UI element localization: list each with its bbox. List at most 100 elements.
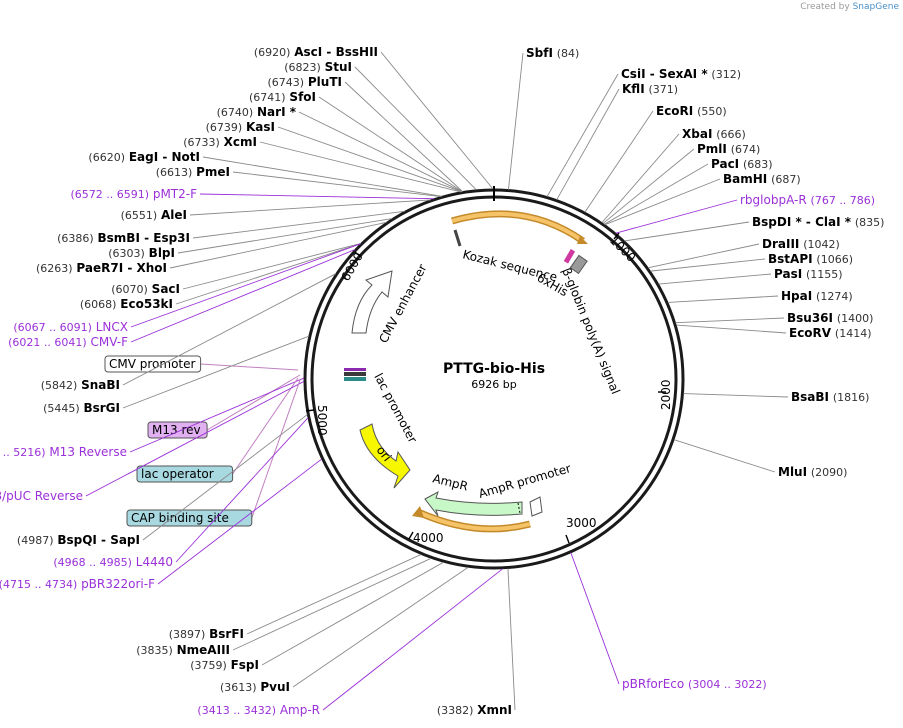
site-label[interactable]: (6068) Eco53kI xyxy=(80,297,173,311)
site-label[interactable]: (6613) PmeI xyxy=(156,165,230,179)
primer-label[interactable]: rbglobpA-R (767 .. 786) xyxy=(740,193,875,207)
site-label[interactable]: (6740) NarI * xyxy=(217,105,297,119)
position-text: (3897) xyxy=(169,628,206,641)
connector-line xyxy=(624,221,750,242)
site-label[interactable]: (3835) NmeAIII xyxy=(136,643,230,657)
plasmid-name: PTTG-bio-His xyxy=(443,361,545,377)
site-label[interactable]: SbfI (84) xyxy=(526,46,579,60)
name-text: SnaBI xyxy=(81,378,120,392)
position-text: (6263) xyxy=(36,262,73,275)
primer-label[interactable]: (4968 .. 4985) L4440 xyxy=(53,555,173,569)
site-label[interactable]: (6386) BsmBI - Esp3I xyxy=(57,231,190,245)
site-label[interactable]: (5445) BsrGI xyxy=(43,401,120,415)
label-text: (6303) BlpI xyxy=(108,246,175,260)
tick-label-4000: 4000 xyxy=(413,531,444,545)
position-text: (6551) xyxy=(121,209,158,222)
name-text: PmlI xyxy=(697,142,727,156)
primer-label[interactable]: (3413 .. 3432) Amp-R xyxy=(197,703,320,717)
site-label[interactable]: (6263) PaeR7I - XhoI xyxy=(36,261,167,275)
label-text: (6067 .. 6091) LNCX xyxy=(13,320,128,334)
primer-label[interactable]: (6572 .. 6591) pMT2-F xyxy=(70,187,197,201)
site-label[interactable]: (3897) BsrFI xyxy=(169,627,244,641)
label-text: CsiI - SexAI * (312) xyxy=(621,67,741,81)
connector-line xyxy=(658,273,772,285)
connector-line xyxy=(604,178,721,226)
site-label[interactable]: (6741) SfoI xyxy=(249,90,316,104)
name-text: BstAPI xyxy=(768,252,813,266)
site-label[interactable]: (6823) StuI xyxy=(284,60,352,74)
primer-label[interactable]: (6021 .. 6041) CMV-F xyxy=(8,335,128,349)
site-label[interactable]: (6739) KasI xyxy=(206,120,275,134)
site-label[interactable]: (6733) XcmI xyxy=(183,135,257,149)
connector-line xyxy=(85,380,305,497)
primer-label[interactable]: (5181 .. 5203) M13/pUC Reverse xyxy=(0,489,83,503)
connector-line xyxy=(601,133,680,223)
label-text: (5842) SnaBI xyxy=(41,378,120,392)
site-label[interactable]: EcoRV (1414) xyxy=(789,326,872,340)
site-label[interactable]: (6743) PluTI xyxy=(267,75,342,89)
site-label[interactable]: KflI (371) xyxy=(622,82,678,96)
label-text: BspDI * - ClaI * (835) xyxy=(752,215,884,229)
site-label[interactable]: DraIII (1042) xyxy=(762,237,840,251)
site-label[interactable]: PacI (683) xyxy=(711,157,773,171)
site-label[interactable]: PmlI (674) xyxy=(697,142,760,156)
primer-label[interactable]: (5200 .. 5216) M13 Reverse xyxy=(0,445,127,459)
site-label[interactable]: BstAPI (1066) xyxy=(768,252,853,266)
site-label[interactable]: (3382) XmnI xyxy=(437,703,512,717)
primer-label[interactable]: (4715 .. 4734) pBR322ori-F xyxy=(0,577,155,591)
site-label[interactable]: (6920) AscI - BssHII xyxy=(254,45,378,59)
box-label[interactable]: CMV promoter xyxy=(104,355,202,373)
kozak-arrowhead xyxy=(577,236,588,244)
site-label[interactable]: CsiI - SexAI * (312) xyxy=(621,67,741,81)
ori-arrow xyxy=(359,423,411,489)
position-text: (4968 .. 4985) xyxy=(53,556,132,569)
site-label[interactable]: HpaI (1274) xyxy=(781,289,853,303)
site-label[interactable]: (3613) PvuI xyxy=(220,680,290,694)
name-text: DraIII xyxy=(762,237,799,251)
name-text: Amp-R xyxy=(280,703,320,717)
label-text: (6263) PaeR7I - XhoI xyxy=(36,261,167,275)
site-label[interactable]: XbaI (666) xyxy=(682,127,746,141)
site-label[interactable]: (6620) EagI - NotI xyxy=(88,150,200,164)
connector-line xyxy=(189,199,431,216)
tick-label-5000: 5000 xyxy=(315,405,329,436)
site-label[interactable]: (6303) BlpI xyxy=(108,246,175,260)
box-label[interactable]: M13 rev xyxy=(147,421,208,439)
label-text: (5200 .. 5216) M13 Reverse xyxy=(0,445,127,459)
site-label[interactable]: BamHI (687) xyxy=(723,172,801,186)
box-label[interactable]: CAP binding site xyxy=(126,509,253,527)
site-label[interactable]: EcoRI (550) xyxy=(656,104,727,118)
site-label[interactable]: BspDI * - ClaI * (835) xyxy=(752,215,884,229)
site-label[interactable]: (5842) SnaBI xyxy=(41,378,120,392)
snapgene-logo: SnapGene xyxy=(852,2,899,12)
site-label[interactable]: BsaBI (1816) xyxy=(791,390,869,404)
cmv-enhancer-arrow xyxy=(351,270,393,334)
box-label[interactable]: lac operator xyxy=(136,465,234,483)
site-label[interactable]: MluI (2090) xyxy=(778,465,847,479)
name-text: XmnI xyxy=(477,703,512,717)
position-text: (3382) xyxy=(437,704,474,717)
site-label[interactable]: PasI (1155) xyxy=(774,267,843,281)
globin-block xyxy=(569,254,588,275)
ampr-dash xyxy=(517,502,521,514)
primer-label[interactable]: (6067 .. 6091) LNCX xyxy=(13,320,128,334)
site-label[interactable]: (6070) SacI xyxy=(111,282,180,296)
site-label[interactable]: Bsu36I (1400) xyxy=(787,311,873,325)
ampr-arrow xyxy=(424,490,523,517)
position-text: (6613) xyxy=(156,166,193,179)
site-label[interactable]: (4987) BspQI - SapI xyxy=(17,533,140,547)
name-text: pBR322ori-F xyxy=(81,577,155,591)
site-label[interactable]: (3759) FspI xyxy=(190,658,259,672)
site-label[interactable]: (6551) AleI xyxy=(121,208,187,222)
label-text: PacI (683) xyxy=(711,157,773,171)
ampr-arc-fill xyxy=(417,510,531,531)
connector-line xyxy=(177,218,393,254)
name-text: PasI xyxy=(774,267,802,281)
connector-line xyxy=(556,88,620,200)
position-text: (4715 .. 4734) xyxy=(0,578,77,591)
label-text: (6070) SacI xyxy=(111,282,180,296)
name-text: StuI xyxy=(325,60,352,74)
position-text: (84) xyxy=(557,47,580,60)
primer-label[interactable]: pBRforEco (3004 .. 3022) xyxy=(622,677,767,691)
